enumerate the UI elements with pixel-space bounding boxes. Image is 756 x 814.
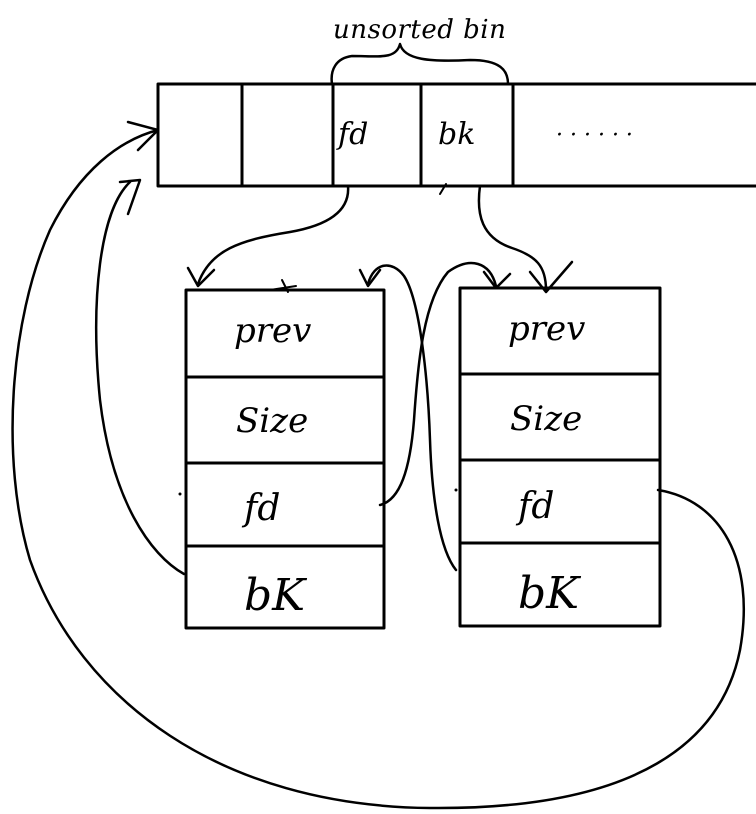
chunk1-top-tick — [269, 279, 297, 293]
chunk1-fd-to-chunk2-arrow — [378, 261, 498, 507]
title-brace — [330, 42, 510, 86]
pointer-arrows — [11, 120, 745, 810]
chunk2-bk-to-chunk1-arrowhead-icon — [358, 268, 382, 288]
chunk1-bk-to-bin-arrow — [95, 180, 186, 576]
chunk-1-fd: fd — [241, 488, 280, 529]
pen-dot — [454, 488, 458, 492]
chunk1-fd-to-chunk2-arrowhead-icon — [482, 270, 512, 290]
chunk-2-size: Size — [510, 399, 582, 439]
chunk-1-outline — [184, 288, 386, 630]
diagram-title: unsorted bin — [333, 15, 506, 45]
chunk-1-size: Size — [236, 401, 308, 441]
chunk2-fd-to-bin-arrowhead-icon — [126, 120, 160, 152]
bin-fd-to-chunk1-arrow — [196, 184, 350, 286]
bin-bk-to-chunk2-arrowhead-icon — [528, 260, 574, 294]
chunk-1: prev Size fd bK — [184, 288, 386, 630]
bin-bk-tick — [439, 183, 447, 195]
bin-bk-label: bk — [438, 117, 475, 152]
chunk-1-bk: bK — [244, 570, 307, 621]
chunk-2-bk: bK — [518, 568, 581, 619]
chunk-2-outline — [458, 286, 662, 628]
bin-ellipsis: · · · · · · — [556, 123, 633, 148]
chunk-1-prev: prev — [234, 311, 311, 351]
bin-array: fd bk · · · · · · — [156, 82, 756, 188]
chunk1-bk-to-bin-arrowhead-icon — [118, 178, 142, 216]
bin-bk-to-chunk2-arrow — [477, 184, 548, 292]
chunk-2-fd: fd — [515, 486, 554, 527]
bin-fd-label: fd — [336, 117, 368, 152]
chunk-2: prev Size fd bK — [458, 286, 662, 628]
chunk-2-prev: prev — [508, 309, 585, 349]
chunk2-bk-to-chunk1-arrow — [366, 264, 458, 572]
bin-array-outline — [156, 82, 756, 188]
pen-dot — [178, 492, 182, 496]
bin-fd-to-chunk1-arrowhead-icon — [186, 266, 216, 288]
chunk2-fd-to-bin-arrow — [11, 128, 745, 810]
